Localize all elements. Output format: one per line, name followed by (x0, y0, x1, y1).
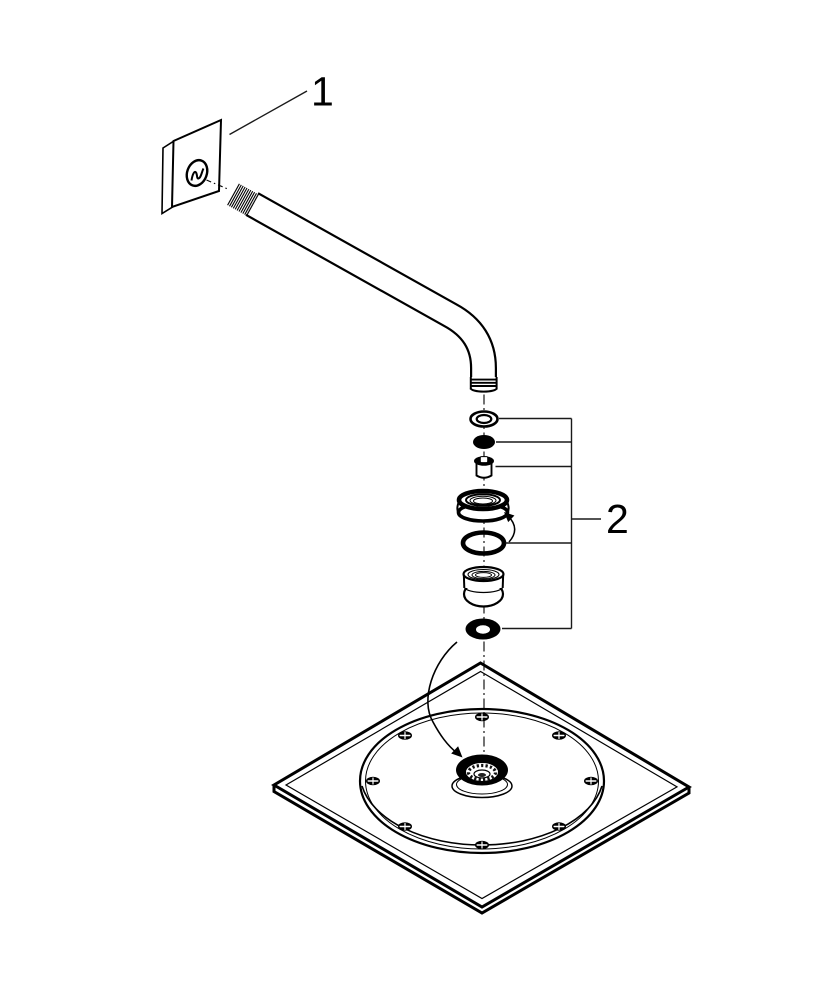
callout-2-label: 2 (606, 496, 629, 542)
screw-icon (552, 822, 566, 831)
screw-icon (398, 822, 412, 831)
screw-icon (552, 731, 566, 740)
seal-washer (465, 618, 501, 640)
screw-icon (475, 712, 489, 722)
install-arrow-icon (427, 641, 463, 758)
flange-hole-detail (190, 167, 205, 181)
filter-insert (474, 456, 494, 479)
plate-thickness-edge (272, 785, 691, 915)
callout-1-leader (229, 90, 308, 136)
rotation-arrow-icon (504, 512, 516, 543)
screw-icon (475, 840, 489, 850)
screw-icon (398, 731, 412, 740)
plate-inner-edge (284, 670, 679, 900)
arm-threads-wall-end (227, 183, 259, 216)
face-screws (366, 712, 598, 850)
o-ring (460, 530, 507, 556)
union-nut (456, 488, 510, 523)
ball-joint (462, 565, 505, 608)
center-connector (451, 754, 513, 799)
callout-2-bracket (495, 417, 601, 630)
shower-arm (227, 183, 498, 393)
axis-line-flange (206, 179, 230, 191)
screw-icon (366, 776, 380, 786)
wall-flange (161, 118, 223, 215)
washer (469, 410, 499, 428)
callout-1-label: 1 (311, 69, 334, 115)
screw-icon (584, 776, 598, 786)
shower-head-plate (271, 661, 692, 915)
flat-gasket (473, 435, 495, 449)
arm-threads-outlet-end (469, 377, 498, 393)
